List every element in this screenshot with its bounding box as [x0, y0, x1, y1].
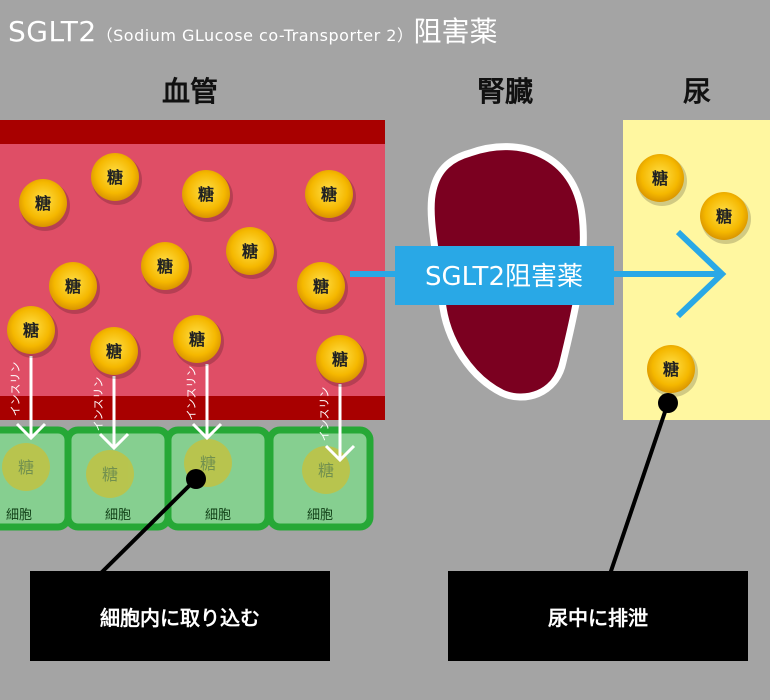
glucose: 糖	[182, 170, 233, 222]
label-blood-vessel: 血管	[161, 75, 219, 108]
glucose-label: 糖	[313, 277, 329, 296]
title-tail: 阻害薬	[413, 15, 498, 48]
glucose-ball	[647, 345, 695, 393]
label-kidney: 腎臓	[476, 75, 534, 108]
vessel-wall-bottom	[0, 396, 385, 420]
glucose-label: 糖	[107, 168, 123, 187]
insulin-arrow: インスリン	[92, 376, 130, 451]
glucose-label: 糖	[321, 185, 337, 204]
glucose-ball	[19, 179, 67, 227]
glucose: 糖	[91, 153, 142, 205]
title-main: SGLT2	[8, 15, 97, 48]
cell-label: 細胞	[6, 508, 32, 523]
glucose-label: 糖	[65, 277, 81, 296]
glucose: 糖	[173, 315, 224, 367]
glucose: 糖	[647, 345, 698, 397]
arrow-head	[675, 229, 727, 319]
glucose-ball	[316, 335, 364, 383]
glucose-label: 糖	[652, 169, 668, 188]
glucose-ball	[7, 306, 55, 354]
cell: 細胞	[164, 426, 272, 531]
glucose-label: 糖	[716, 207, 732, 226]
glucose: 糖	[297, 262, 348, 314]
glucose-ball	[700, 192, 748, 240]
glucose: 糖	[226, 227, 277, 279]
glucose: 糖	[305, 170, 356, 222]
insulin-arrow-head	[324, 444, 356, 463]
glucose-label: 糖	[18, 458, 34, 477]
glucose-molecules: 糖糖糖糖糖糖糖糖糖糖糖糖糖糖糖	[7, 153, 751, 397]
cell-label: 細胞	[205, 508, 231, 523]
glucose: 糖	[636, 154, 687, 206]
glucose: 糖	[19, 179, 70, 231]
insulin-label: インスリン	[92, 377, 105, 432]
cell-label: 細胞	[307, 508, 333, 523]
glucose-ball	[636, 154, 684, 202]
glucose-label: 糖	[102, 465, 118, 484]
callout-line-cell	[98, 477, 198, 576]
glucose-label: 糖	[23, 321, 39, 340]
insulin-arrow-head	[98, 432, 130, 451]
drug-label-box	[395, 246, 614, 305]
arrow-shaft-left	[350, 271, 398, 277]
insulin-arrow: インスリン	[318, 384, 356, 463]
label-urine: 尿	[682, 75, 712, 108]
callout-dot-urine	[658, 393, 678, 413]
glucose: 糖	[141, 242, 192, 294]
glucose-ball	[182, 170, 230, 218]
callout-cell-uptake: 細胞内に取り込む	[30, 571, 330, 661]
glucose-ball	[86, 450, 134, 498]
glucose: 糖	[90, 327, 141, 379]
glucose-in-cell: 糖	[2, 443, 50, 491]
callout-line-urine	[608, 402, 670, 575]
glucose-label: 糖	[242, 242, 258, 261]
glucose-ball	[49, 262, 97, 310]
glucose-ball	[141, 242, 189, 290]
insulin-label: インスリン	[185, 366, 198, 421]
glucose-label: 糖	[200, 454, 216, 473]
callout-dot-cell	[186, 469, 206, 489]
insulin-arrow: インスリン	[9, 356, 47, 441]
glucose-label: 糖	[318, 461, 334, 480]
glucose-ball	[226, 227, 274, 275]
glucose: 糖	[700, 192, 751, 244]
glucose-label: 糖	[157, 257, 173, 276]
glucose: 糖	[49, 262, 100, 314]
sglt2-drug-arrow: SGLT2阻害薬	[350, 229, 727, 319]
glucose-label: 糖	[35, 194, 51, 213]
insulin-label: インスリン	[318, 387, 331, 442]
insulin-arrow: インスリン	[185, 364, 223, 441]
glucose-ball	[91, 153, 139, 201]
glucose-ball	[90, 327, 138, 375]
insulin-arrow-head	[191, 422, 223, 441]
glucose-label: 糖	[663, 360, 679, 379]
cell-label: 細胞	[105, 508, 131, 523]
insulin-arrow-head	[15, 422, 47, 441]
arrow-shaft-right	[612, 271, 720, 277]
insulin-arrows: インスリン インスリン インスリン インスリン	[9, 356, 356, 463]
glucose-ball	[297, 262, 345, 310]
page-title: SGLT2（Sodium GLucose co-Transporter 2）阻害…	[8, 10, 498, 50]
callout-urine-excretion: 尿中に排泄	[448, 571, 748, 661]
glucose: 糖	[316, 335, 367, 387]
vessel-wall-top	[0, 120, 385, 144]
glucose-label: 糖	[106, 342, 122, 361]
glucose-label: 糖	[198, 185, 214, 204]
insulin-label: インスリン	[9, 362, 22, 417]
glucose-ball	[173, 315, 221, 363]
glucose-ball	[2, 443, 50, 491]
glucose-in-cell: 糖	[86, 450, 134, 498]
glucose-ball	[305, 170, 353, 218]
glucose-in-cell: 糖	[302, 446, 350, 494]
glucose-label: 糖	[332, 350, 348, 369]
title-sub: （Sodium GLucose co-Transporter 2）	[96, 26, 414, 45]
drug-label: SGLT2阻害薬	[425, 262, 583, 292]
glucose-label: 糖	[189, 330, 205, 349]
glucose: 糖	[7, 306, 58, 358]
cells: 細胞細胞細胞細胞糖糖糖糖	[0, 426, 374, 531]
